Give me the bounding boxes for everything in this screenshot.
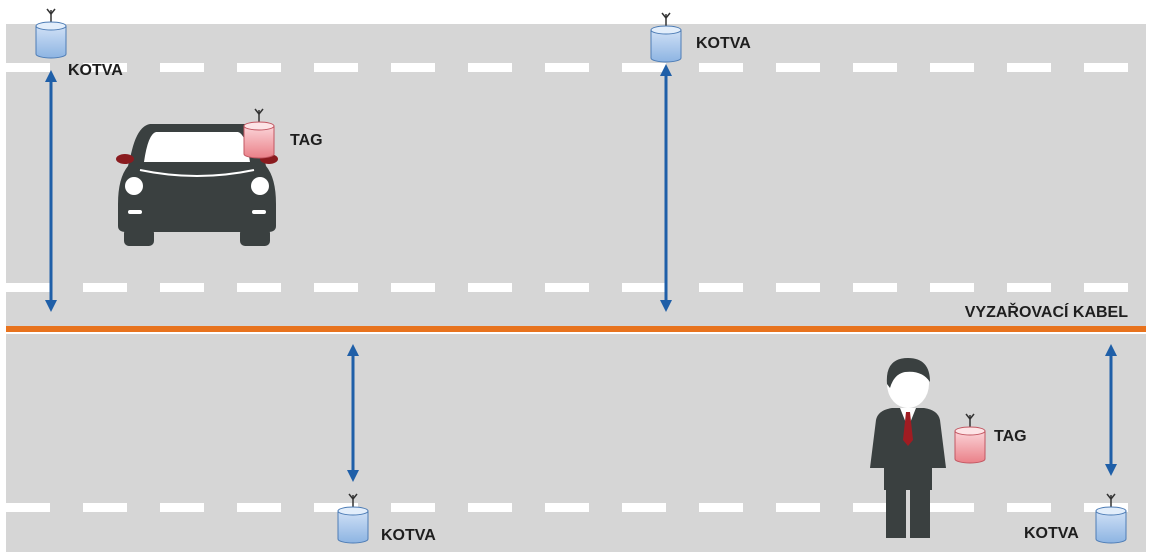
lane-dash — [6, 283, 50, 292]
lane-dash — [6, 503, 50, 512]
lane-dash — [160, 503, 204, 512]
lane-dash — [545, 283, 589, 292]
lane-dash — [853, 63, 897, 72]
lane-dash — [1007, 63, 1051, 72]
anchor-label: KOTVA — [696, 35, 751, 52]
anchor-device-icon — [650, 12, 682, 63]
radiating-cable — [6, 326, 1146, 332]
anchor-device-icon — [35, 8, 67, 59]
lane-dash — [545, 63, 589, 72]
lane-dash — [853, 283, 897, 292]
lane-dash — [314, 63, 358, 72]
lane-dash — [237, 503, 281, 512]
person-icon — [870, 358, 946, 538]
anchor-label: KOTVA — [68, 62, 123, 79]
distance-arrows — [45, 64, 1117, 482]
lane-dash — [160, 63, 204, 72]
lane-dash — [699, 63, 743, 72]
lane-markings — [6, 63, 1128, 512]
lane-dash — [1007, 283, 1051, 292]
lane-dash — [391, 503, 435, 512]
anchor-label: KOTVA — [1024, 525, 1079, 542]
lane-dash — [930, 283, 974, 292]
lane-dash — [83, 283, 127, 292]
lane-dash — [776, 503, 820, 512]
lane-dash — [853, 503, 897, 512]
tag-label: TAG — [994, 428, 1027, 445]
lane-dash — [1007, 503, 1051, 512]
lane-dash — [391, 63, 435, 72]
lane-dash — [468, 63, 512, 72]
lane-dash — [6, 63, 50, 72]
lane-dash — [1084, 63, 1128, 72]
lane-dash — [83, 503, 127, 512]
lane-dash — [314, 503, 358, 512]
tag-label: TAG — [290, 132, 323, 149]
lane-dash — [699, 283, 743, 292]
lane-dash — [776, 63, 820, 72]
lane-dash — [468, 283, 512, 292]
lane-dash — [776, 283, 820, 292]
lane-dash — [930, 63, 974, 72]
lane-dash — [622, 63, 666, 72]
lane-dash — [160, 283, 204, 292]
lane-dash — [391, 283, 435, 292]
cable-label: VYZAŘOVACÍ KABEL — [965, 302, 1128, 321]
lane-dash — [237, 283, 281, 292]
lane-dash — [622, 503, 666, 512]
lane-dash — [468, 503, 512, 512]
anchor-label: KOTVA — [381, 527, 436, 544]
lane-dash — [545, 503, 589, 512]
lane-dash — [699, 503, 743, 512]
lane-dash — [1084, 283, 1128, 292]
lane-dash — [83, 63, 127, 72]
lane-dash — [930, 503, 974, 512]
car-icon — [116, 124, 278, 246]
lane-dash — [622, 283, 666, 292]
lane-dash — [237, 63, 281, 72]
lane-dash — [314, 283, 358, 292]
